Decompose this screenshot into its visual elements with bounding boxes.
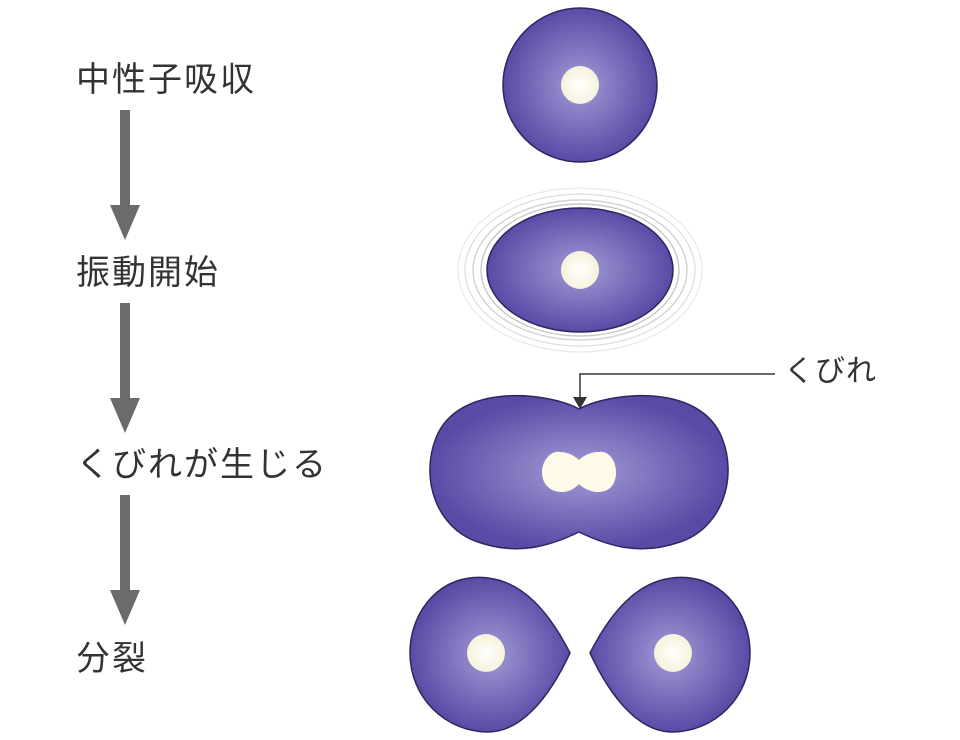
nucleus-fragment-left	[409, 576, 571, 733]
nucleus-core-split	[542, 451, 616, 492]
nucleus-core	[467, 634, 505, 672]
nucleus-core	[654, 634, 692, 672]
step-label-neutron-absorption: 中性子吸収	[76, 60, 256, 100]
nucleus-vibrating	[457, 187, 703, 353]
arrow-down-icon	[110, 495, 140, 625]
arrow-down-icon	[110, 303, 140, 433]
nucleus-sphere	[502, 7, 658, 163]
nucleus-core	[561, 251, 599, 289]
nucleus-constricted	[429, 394, 729, 550]
step-label-fission: 分裂	[76, 639, 148, 679]
nucleus-core	[561, 66, 599, 104]
callout-label-constriction: くびれ	[784, 354, 877, 389]
callout-pointer	[573, 373, 775, 409]
arrow-down-icon	[110, 110, 140, 240]
vibration-rings	[457, 187, 703, 353]
flow-arrows	[110, 110, 140, 625]
step-label-constriction-forms: くびれが生じる	[76, 445, 328, 485]
step-label-vibration-start: 振動開始	[76, 253, 220, 293]
nucleus-fragment-right	[589, 576, 751, 733]
